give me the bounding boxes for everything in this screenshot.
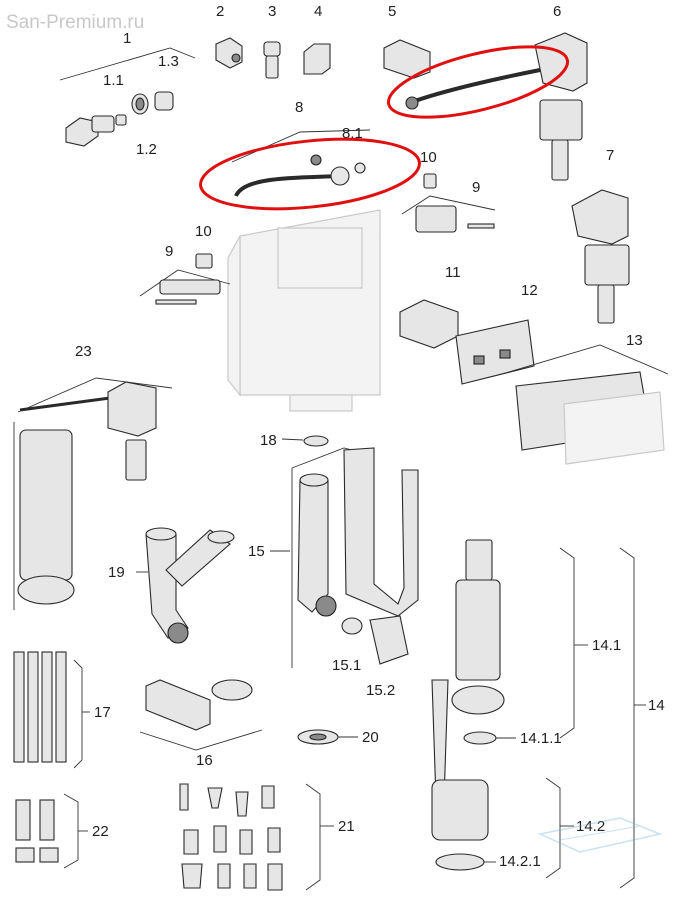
label-12: 12 [521,282,538,299]
label-7: 7 [606,147,614,164]
label-1-2: 1.2 [136,141,157,158]
label-14-2: 14.2 [576,818,605,835]
part-2-angle-valve [215,37,243,69]
label-10-left: 10 [195,223,212,240]
label-1-3: 1.3 [158,53,179,70]
part-8-connection-hose [231,129,371,198]
part-21-fittings-set [179,783,334,891]
part-4-elbow [303,43,331,75]
part-22-clips [15,793,88,869]
part-14-flush-valve [431,539,505,871]
part-13-flush-plate [501,344,669,465]
watermark: San-Premium.ru [6,12,144,33]
label-14-2-1: 14.2.1 [499,853,541,870]
label-9-right: 9 [472,179,480,196]
part-12-frame [455,319,535,385]
label-3: 3 [268,3,276,20]
label-17: 17 [94,704,111,721]
label-14: 14 [648,697,665,714]
label-9-left: 9 [165,243,173,260]
label-4: 4 [314,3,322,20]
highlight-ellipse-hose-6 [386,45,570,119]
label-2: 2 [216,3,224,20]
part-10-right-clip [423,173,437,189]
label-19: 19 [108,564,125,581]
part-18-seal-ring [303,435,329,447]
part-11-bracket-housing [399,299,459,349]
part-1-valve-set [59,47,196,147]
label-16: 16 [196,752,213,769]
label-20: 20 [362,729,379,746]
part-9-left-bracket [139,269,231,305]
label-14-1: 14.1 [592,637,621,654]
part-5-clip [383,39,431,79]
label-15-2: 15.2 [366,682,395,699]
label-21: 21 [338,818,355,835]
label-11: 11 [445,264,461,281]
label-18: 18 [260,432,277,449]
label-23: 23 [75,343,92,360]
label-10-right: 10 [420,149,437,166]
part-7-fill-valve [571,189,630,324]
part-15-flush-pipe-set [291,447,419,668]
part-3-connector [263,41,281,79]
cistern-outline [227,209,381,412]
part-16-support-bracket [139,679,263,751]
part-17-tie-straps [13,651,90,769]
watermark-logo [537,817,663,853]
label-15: 15 [248,543,265,560]
label-13: 13 [626,332,643,349]
label-8: 8 [295,99,303,116]
part-19-y-pipe [145,527,235,644]
part-10-left-clip [195,253,213,269]
label-6: 6 [553,3,561,20]
part-23-valve-assembly [13,377,173,610]
label-1-1: 1.1 [103,72,124,89]
label-1: 1 [123,30,131,47]
label-14-1-1: 14.1.1 [520,730,562,747]
label-5: 5 [388,3,396,20]
label-15-1: 15.1 [332,657,361,674]
part-9-right-bracket [401,195,496,233]
highlight-ellipse-hose-8 [199,137,421,211]
label-22: 22 [92,823,109,840]
